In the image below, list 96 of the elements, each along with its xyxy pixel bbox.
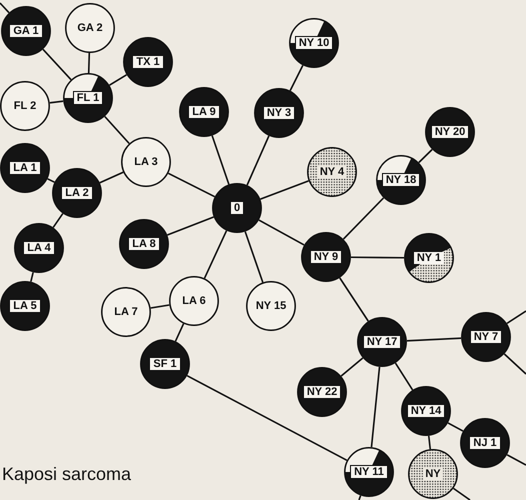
- connector-line: [258, 219, 304, 246]
- node-label: NY 15: [254, 300, 288, 312]
- connector-line: [50, 100, 64, 104]
- node-label: LA 3: [133, 156, 159, 168]
- connector-line: [30, 272, 34, 282]
- connector-line: [504, 353, 526, 375]
- connector-line: [394, 362, 414, 390]
- connector-line: [52, 213, 64, 228]
- node-label: FL 2: [12, 100, 38, 112]
- node-label: NY 4: [318, 166, 346, 178]
- filled-dotted-patient-circle: [404, 233, 454, 283]
- connector-line: [418, 148, 433, 164]
- connector-line: [506, 310, 526, 324]
- connector-line: [168, 172, 216, 198]
- filled-patient-circle: [119, 219, 169, 269]
- connector-line: [370, 366, 380, 448]
- node-label: GA 1: [10, 25, 42, 37]
- connector-line: [453, 488, 470, 500]
- filled-patient-circle: [425, 107, 475, 157]
- node-label: NY 11: [350, 465, 388, 479]
- filled-patient-circle: [297, 367, 347, 417]
- connector-line: [42, 48, 72, 80]
- connector-line: [150, 304, 170, 309]
- node-label: 0: [230, 202, 244, 214]
- open-patient-circle: [246, 281, 296, 331]
- connector-line: [211, 135, 230, 185]
- connector-line: [99, 172, 124, 184]
- connector-line: [428, 436, 432, 450]
- connector-line: [88, 52, 90, 74]
- node-label: NY 3: [264, 107, 294, 119]
- connector-line: [351, 256, 404, 259]
- open-patient-circle: [101, 287, 151, 337]
- connector-line: [174, 323, 184, 342]
- node-label: FL 1: [72, 91, 104, 105]
- node-label: LA 8: [129, 238, 159, 250]
- node-label: LA 5: [10, 300, 40, 312]
- node-label: NY 10: [294, 36, 334, 50]
- filled-patient-circle: [14, 223, 64, 273]
- open-patient-circle: [65, 3, 115, 53]
- connector-line: [260, 180, 309, 200]
- node-label: NY 22: [304, 386, 340, 398]
- annotation-text: Kaposi sarcoma: [2, 463, 132, 486]
- connector-line: [246, 136, 270, 186]
- node-label: SF 1: [150, 358, 180, 370]
- connector-line: [186, 374, 348, 462]
- filled-patient-circle: [212, 183, 262, 233]
- filled-patient-circle: [0, 143, 50, 193]
- connector-line: [109, 74, 127, 86]
- node-label: TX 1: [133, 56, 163, 68]
- connector-line: [104, 116, 130, 144]
- filled-patient-circle: [401, 386, 451, 436]
- filled-patient-circle: [0, 281, 50, 331]
- connector-line: [167, 216, 214, 236]
- connector-line: [358, 495, 362, 500]
- node-label: NY 1: [414, 252, 444, 264]
- node-label: NY 17: [364, 336, 400, 348]
- node-label: LA 1: [10, 162, 40, 174]
- node-label: NY 14: [408, 405, 444, 417]
- filled-patient-circle: [179, 87, 229, 137]
- connector-line: [0, 2, 10, 14]
- node-label: LA 9: [189, 106, 219, 118]
- connector-line: [406, 337, 462, 342]
- node-label: GA 2: [76, 22, 104, 34]
- node-label: LA 7: [113, 306, 139, 318]
- filled-patient-circle: [301, 232, 351, 282]
- open-patient-circle: [0, 81, 50, 131]
- dotted-patient-circle: [307, 147, 357, 197]
- connector-line: [448, 422, 464, 432]
- node-label: NY 9: [310, 251, 342, 263]
- connector-line: [506, 454, 526, 466]
- filled-patient-circle: [357, 317, 407, 367]
- dotted-patient-circle: [408, 449, 458, 499]
- node-label: NY 18: [382, 173, 420, 187]
- connector-line: [342, 197, 384, 240]
- filled-patient-circle: [140, 339, 190, 389]
- connector-line: [340, 357, 364, 377]
- connector-line: [47, 178, 55, 183]
- node-label: NY 20: [432, 126, 468, 138]
- node-label: NY: [423, 468, 443, 480]
- filled-patient-circle: [123, 37, 173, 87]
- node-label: LA 2: [62, 187, 92, 199]
- filled-patient-circle: [461, 312, 511, 362]
- connector-line: [244, 231, 264, 283]
- node-label: LA 6: [181, 295, 207, 307]
- filled-patient-circle: [52, 168, 102, 218]
- open-patient-circle: [169, 276, 219, 326]
- node-label: LA 4: [24, 242, 54, 254]
- node-label: NY 7: [470, 331, 502, 343]
- connector-line: [289, 65, 304, 91]
- open-patient-circle: [121, 137, 171, 187]
- node-label: NJ 1: [470, 437, 500, 449]
- filled-patient-circle: [254, 88, 304, 138]
- connector-line: [339, 277, 369, 322]
- filled-patient-circle: [1, 6, 51, 56]
- connector-line: [204, 230, 228, 279]
- filled-patient-circle: [460, 418, 510, 468]
